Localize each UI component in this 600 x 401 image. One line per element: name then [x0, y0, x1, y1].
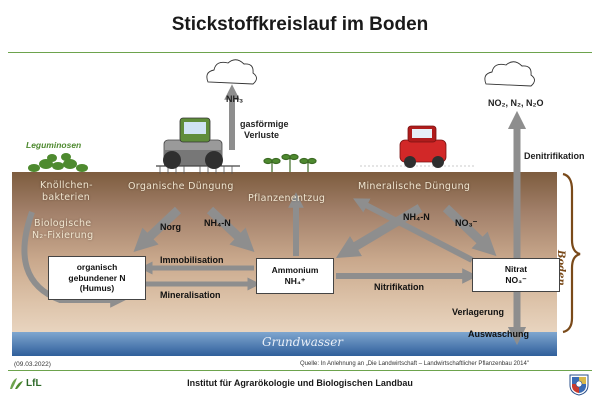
label-leguminosen: Leguminosen [26, 140, 82, 150]
box-nitrat-line2: NO₃⁻ [505, 275, 527, 285]
label-nh3: NH₃ [226, 94, 244, 104]
groundwater-layer [12, 332, 557, 356]
tractor-spreader-icon [360, 125, 475, 168]
label-norg: Norg [160, 222, 181, 232]
box-nitrat-line1: Nitrat [504, 264, 528, 275]
box-humus: organisch gebundener N (Humus) [48, 256, 146, 300]
label-n2-fixierung: N₂-Fixierung [32, 230, 94, 241]
arrow-nitrate-uptake [353, 198, 474, 263]
label-pflanzenentzug: Pflanzenentzug [248, 193, 326, 204]
footer-date: (09.03.2022) [14, 361, 51, 368]
footer-institute: Institut für Agrarökologie und Biologisc… [187, 378, 413, 388]
label-auswaschung: Auswaschung [468, 329, 530, 339]
label-knollchen: Knöllchen- [40, 180, 93, 191]
label-nh4n-left: NH₄-N [204, 218, 231, 228]
page-title: Stickstoffkreislauf im Boden [171, 14, 429, 35]
arrow-nh4n-mineral [335, 204, 423, 258]
cloud-icon-denitrification [484, 61, 535, 87]
label-mineralische-duengung: Mineralische Düngung [358, 181, 471, 192]
label-no3-right: NO₃⁻ [455, 218, 478, 228]
bavarian-coat-of-arms-icon [566, 372, 592, 396]
label-immobilisation: Immobilisation [160, 255, 224, 265]
lfl-logo-icon [8, 376, 24, 390]
box-ammonium-line2: NH₄⁺ [284, 276, 306, 286]
legume-plant-icon [28, 153, 88, 172]
box-humus-line3: (Humus) [79, 283, 115, 294]
label-gasfoermige: gasförmige [240, 119, 289, 129]
arrow-no3-mineral [442, 204, 497, 257]
cloud-icon-nh3 [206, 59, 257, 85]
arrow-nh4n-organic [206, 206, 255, 253]
label-mineralisation: Mineralisation [160, 290, 221, 300]
label-verluste: Verluste [244, 130, 280, 140]
label-nh4n-right: NH₄-N [403, 212, 430, 222]
box-ammonium-line1: Ammonium [271, 265, 319, 276]
arrows [21, 84, 527, 346]
box-humus-line1: organisch [76, 262, 118, 273]
tractor-slurry-icon [156, 117, 240, 174]
footer-divider [8, 370, 592, 371]
seedling-icon [263, 153, 317, 172]
label-denitrifikation: Denitrifikation [524, 151, 585, 161]
title-divider [8, 52, 592, 53]
label-nitrifikation: Nitrifikation [374, 282, 425, 292]
label-no2-n2-n2o: NO₂, N₂, N₂O [488, 98, 544, 108]
label-organische-duengung: Organische Düngung [128, 181, 234, 192]
label-biologische: Biologische [34, 218, 92, 229]
label-bakterien: bakterien [42, 192, 91, 203]
box-humus-line2: gebundener N [68, 272, 126, 283]
soil-layer [12, 172, 557, 332]
lfl-logo-text: LfL [26, 378, 42, 389]
footer-source: Quelle: In Anlehnung an „Die Landwirtsch… [300, 361, 529, 367]
boden-bracket [562, 172, 581, 334]
box-ammonium: Ammonium NH₄⁺ [256, 258, 334, 294]
label-verlagerung: Verlagerung [452, 307, 505, 317]
label-grundwasser: Grundwasser [262, 335, 344, 349]
box-nitrat: Nitrat NO₃⁻ [472, 258, 560, 292]
arrow-norg [133, 206, 182, 253]
